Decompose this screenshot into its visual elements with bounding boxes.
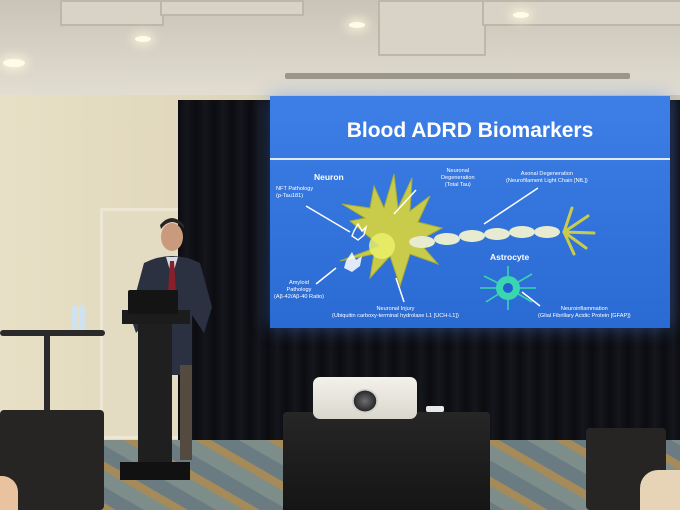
astrocyte-nucleus (503, 283, 513, 293)
neuron-cell (339, 173, 444, 288)
ceiling (0, 0, 680, 95)
amyloid-label: Amyloid Pathology (Aβ-42/Aβ-40 Ratio) (274, 280, 324, 300)
neuronal-injury-label: Neuronal Injury (Ubiquitin carboxy-termi… (332, 306, 459, 319)
ceiling-light (3, 59, 25, 67)
axonal-degeneration-label: Axonal Degeneration (Neurofilament Light… (506, 171, 588, 184)
neuronal-degeneration-label: Neuronal Degeneration (Total Tau) (441, 168, 475, 188)
presenter-hair (160, 218, 184, 229)
presenter-leg (180, 365, 192, 460)
neuroinflammation-label: Neuroinflammation (Glial Fibrillary Acid… (538, 306, 631, 319)
projector-table (283, 412, 490, 510)
neuron-label: Neuron (314, 172, 344, 182)
presenter-head (161, 223, 183, 251)
slide-title: Blood ADRD Biomarkers (346, 119, 594, 142)
remote (426, 406, 444, 412)
ceiling-tile (378, 0, 486, 56)
neuron-diagram (305, 173, 596, 310)
ceiling-tile (60, 0, 164, 26)
ceiling-tile (482, 0, 680, 26)
amyloid-plaque (344, 252, 362, 272)
laptop (128, 290, 178, 314)
ceiling-light (349, 22, 365, 28)
nft-label: NFT Pathology (p-Tau181) (276, 186, 314, 199)
axon (409, 226, 560, 248)
audience-member (0, 476, 18, 510)
water-bottle (79, 306, 85, 330)
water-bottle (72, 306, 78, 330)
projected-slide: Blood ADRD Biomarkers (270, 96, 670, 328)
ceiling-vent (285, 73, 630, 79)
annotation-arrows (305, 187, 541, 307)
axon-terminal (562, 206, 596, 256)
astrocyte-label: Astrocyte (490, 252, 530, 262)
projector-lens (352, 389, 378, 413)
ceiling-light (513, 12, 529, 18)
side-table-leg (44, 336, 50, 414)
ceiling-tile (160, 0, 304, 16)
presenter-tie (168, 261, 176, 299)
side-table (0, 330, 105, 336)
title-divider (270, 158, 670, 160)
ceiling-light (135, 36, 151, 42)
podium (120, 310, 190, 480)
nft-marker (351, 222, 368, 241)
audience-member (640, 470, 680, 510)
neuron-nucleus (369, 233, 395, 259)
